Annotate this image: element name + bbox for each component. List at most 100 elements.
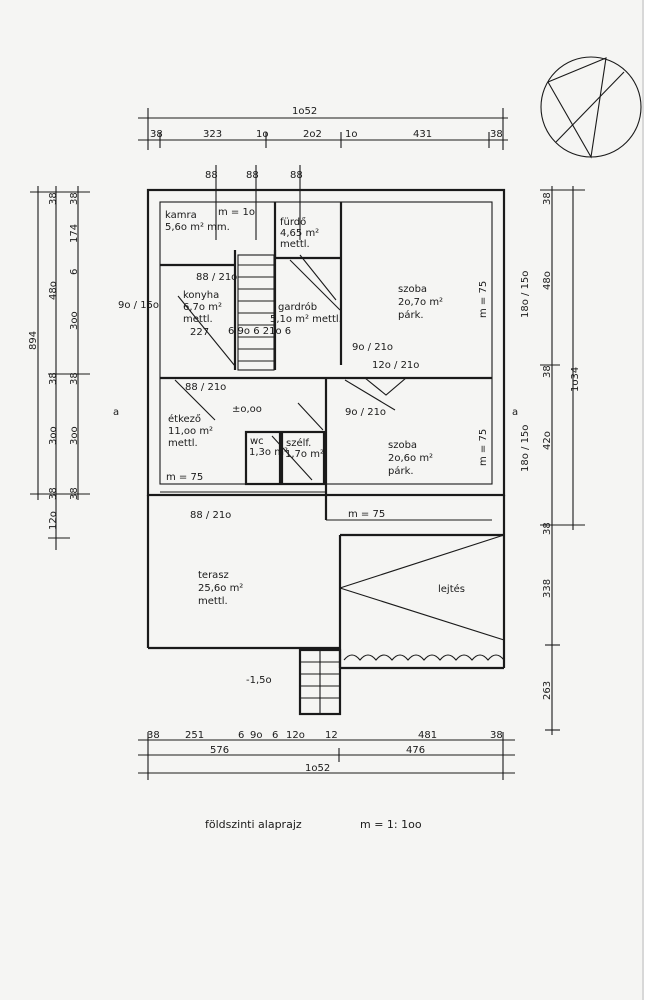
dimension-label: 38: [69, 192, 80, 205]
dimension-label: 88: [290, 170, 303, 181]
dimension-label: m = 75: [478, 281, 489, 318]
dimension-label: mettl.: [168, 438, 198, 449]
dimension-label: 11,oo m²: [168, 426, 213, 437]
dimension-label: párk.: [388, 465, 414, 477]
room-kamra: kamra: [165, 210, 197, 221]
room-terasz: terasz: [198, 570, 229, 581]
north-arrow-icon: [540, 56, 642, 159]
dimension-label: 1o: [256, 129, 268, 140]
interior-staircase: [237, 254, 275, 371]
room-szoba-2: szoba: [388, 440, 417, 451]
room-wc: wc: [250, 436, 264, 447]
dimension-label: a: [512, 407, 518, 418]
dimension-label: 476: [406, 745, 425, 756]
left-dimensions: 894 38 48o 38 3oo 38 38 174 6 3oo 38 3oo…: [28, 186, 90, 550]
room-furdo: fürdő: [280, 216, 306, 228]
room-szoba-1: szoba: [398, 284, 427, 295]
dimension-label: m = 75: [166, 472, 203, 483]
room-szelf: szélf.: [286, 437, 311, 449]
dimension-label: 18o / 15o: [520, 271, 531, 318]
dimension-label: 6: [69, 269, 80, 275]
dimension-label: 38: [69, 487, 80, 500]
dimension-label: 1,3o m²: [249, 447, 288, 458]
dimension-label: 88: [205, 170, 218, 181]
dimension-label: 12o: [286, 730, 305, 741]
dimension-label: 431: [413, 129, 432, 140]
dimension-label: 12o / 21o: [372, 360, 419, 371]
dimension-label: 38: [48, 372, 59, 385]
dimension-label: 894: [28, 331, 39, 350]
dimension-label: 12o: [48, 511, 59, 530]
dimension-label: 88 / 21o: [196, 272, 237, 283]
room-konyha: konyha: [183, 290, 219, 301]
dimension-label: 12: [325, 730, 338, 741]
bottom-dimensions: 38 251 6 9o 6 12o 12 481 38 576 476 1o52: [138, 730, 515, 780]
right-dimensions: 38 48o 38 42o 38 338 263 1o34: [540, 186, 585, 735]
dimension-label: párk.: [398, 309, 424, 321]
dimension-label: 38: [150, 129, 163, 140]
drawing-title: földszinti alaprajz: [205, 818, 302, 831]
dimension-label: 38: [542, 192, 553, 205]
planting-hatch: [343, 654, 505, 661]
dimension-label: 1o52: [292, 106, 317, 117]
dimension-label: 88: [246, 170, 259, 181]
dimension-label: 3oo: [69, 311, 80, 330]
dimension-label: m = 1o: [218, 207, 255, 218]
dimension-label: 5,1o m² mettl.: [270, 314, 342, 325]
dimension-label: 576: [210, 745, 229, 756]
dimension-label: 3oo: [69, 426, 80, 445]
dimension-label: 6,7o m²: [183, 302, 222, 313]
dimension-label: 9o / 21o: [345, 407, 386, 418]
dimension-label: 227: [190, 327, 209, 338]
dimension-label: 263: [542, 681, 553, 700]
dimension-label: 2o,7o m²: [398, 297, 443, 308]
floor-level: ±o,oo: [232, 404, 262, 415]
dimension-label: a: [113, 407, 119, 418]
outside-level: -1,5o: [246, 675, 272, 686]
dimension-label: 1o: [345, 129, 357, 140]
dimension-label: 338: [542, 579, 553, 598]
room-gardrob: gardrób: [278, 301, 317, 313]
slope-label: lejtés: [438, 583, 465, 595]
dimension-label: 9o: [250, 730, 262, 741]
walls: [146, 188, 506, 716]
dimension-label: 3oo: [48, 426, 59, 445]
dimension-label: 42o: [542, 431, 553, 450]
paper-edge: [642, 0, 666, 1000]
dimension-label: 174: [69, 224, 80, 243]
dimension-label: 323: [203, 129, 222, 140]
room-etkezo: étkező: [168, 413, 201, 425]
dimension-label: 88 / 21o: [190, 510, 231, 521]
dimension-label: mettl.: [183, 314, 213, 325]
dimension-label: m = 75: [478, 429, 489, 466]
dimension-label: 38: [542, 522, 553, 535]
dimension-label: 38: [48, 192, 59, 205]
dimension-label: 48o: [48, 281, 59, 300]
dimension-label: 1,7o m²: [285, 449, 324, 460]
entrance-steps: [298, 648, 342, 716]
dimension-label: mettl.: [280, 239, 310, 250]
dimension-label: 481: [418, 730, 437, 741]
dimension-label: 4,65 m²: [280, 228, 319, 239]
dimension-label: 18o / 15o: [520, 425, 531, 472]
dimension-label: 88 / 21o: [185, 382, 226, 393]
dimension-label: 38: [542, 365, 553, 378]
dimension-label: 1o52: [305, 763, 330, 774]
dimension-label: 6: [272, 730, 278, 741]
dimension-label: 2o2: [303, 129, 322, 140]
dimension-label: 9o / 15o: [118, 300, 159, 311]
dimension-label: 6: [238, 730, 244, 741]
dimension-label: 38: [490, 129, 503, 140]
dimension-label: 9o / 21o: [352, 342, 393, 353]
dimension-label: 38: [69, 372, 80, 385]
dimension-label: 5,6o m² mm.: [165, 222, 230, 233]
dimension-label: 25,6o m²: [198, 583, 243, 594]
dimension-label: m = 75: [348, 509, 385, 520]
dimension-label: 251: [185, 730, 204, 741]
dimension-label: 6 9o 6 21o 6: [228, 326, 291, 337]
dimension-label: 38: [48, 487, 59, 500]
dimension-label: 48o: [542, 271, 553, 290]
top-dimensions: 1o52 38 323 1o 2o2 1o 431 38 88 88 88: [138, 106, 508, 240]
